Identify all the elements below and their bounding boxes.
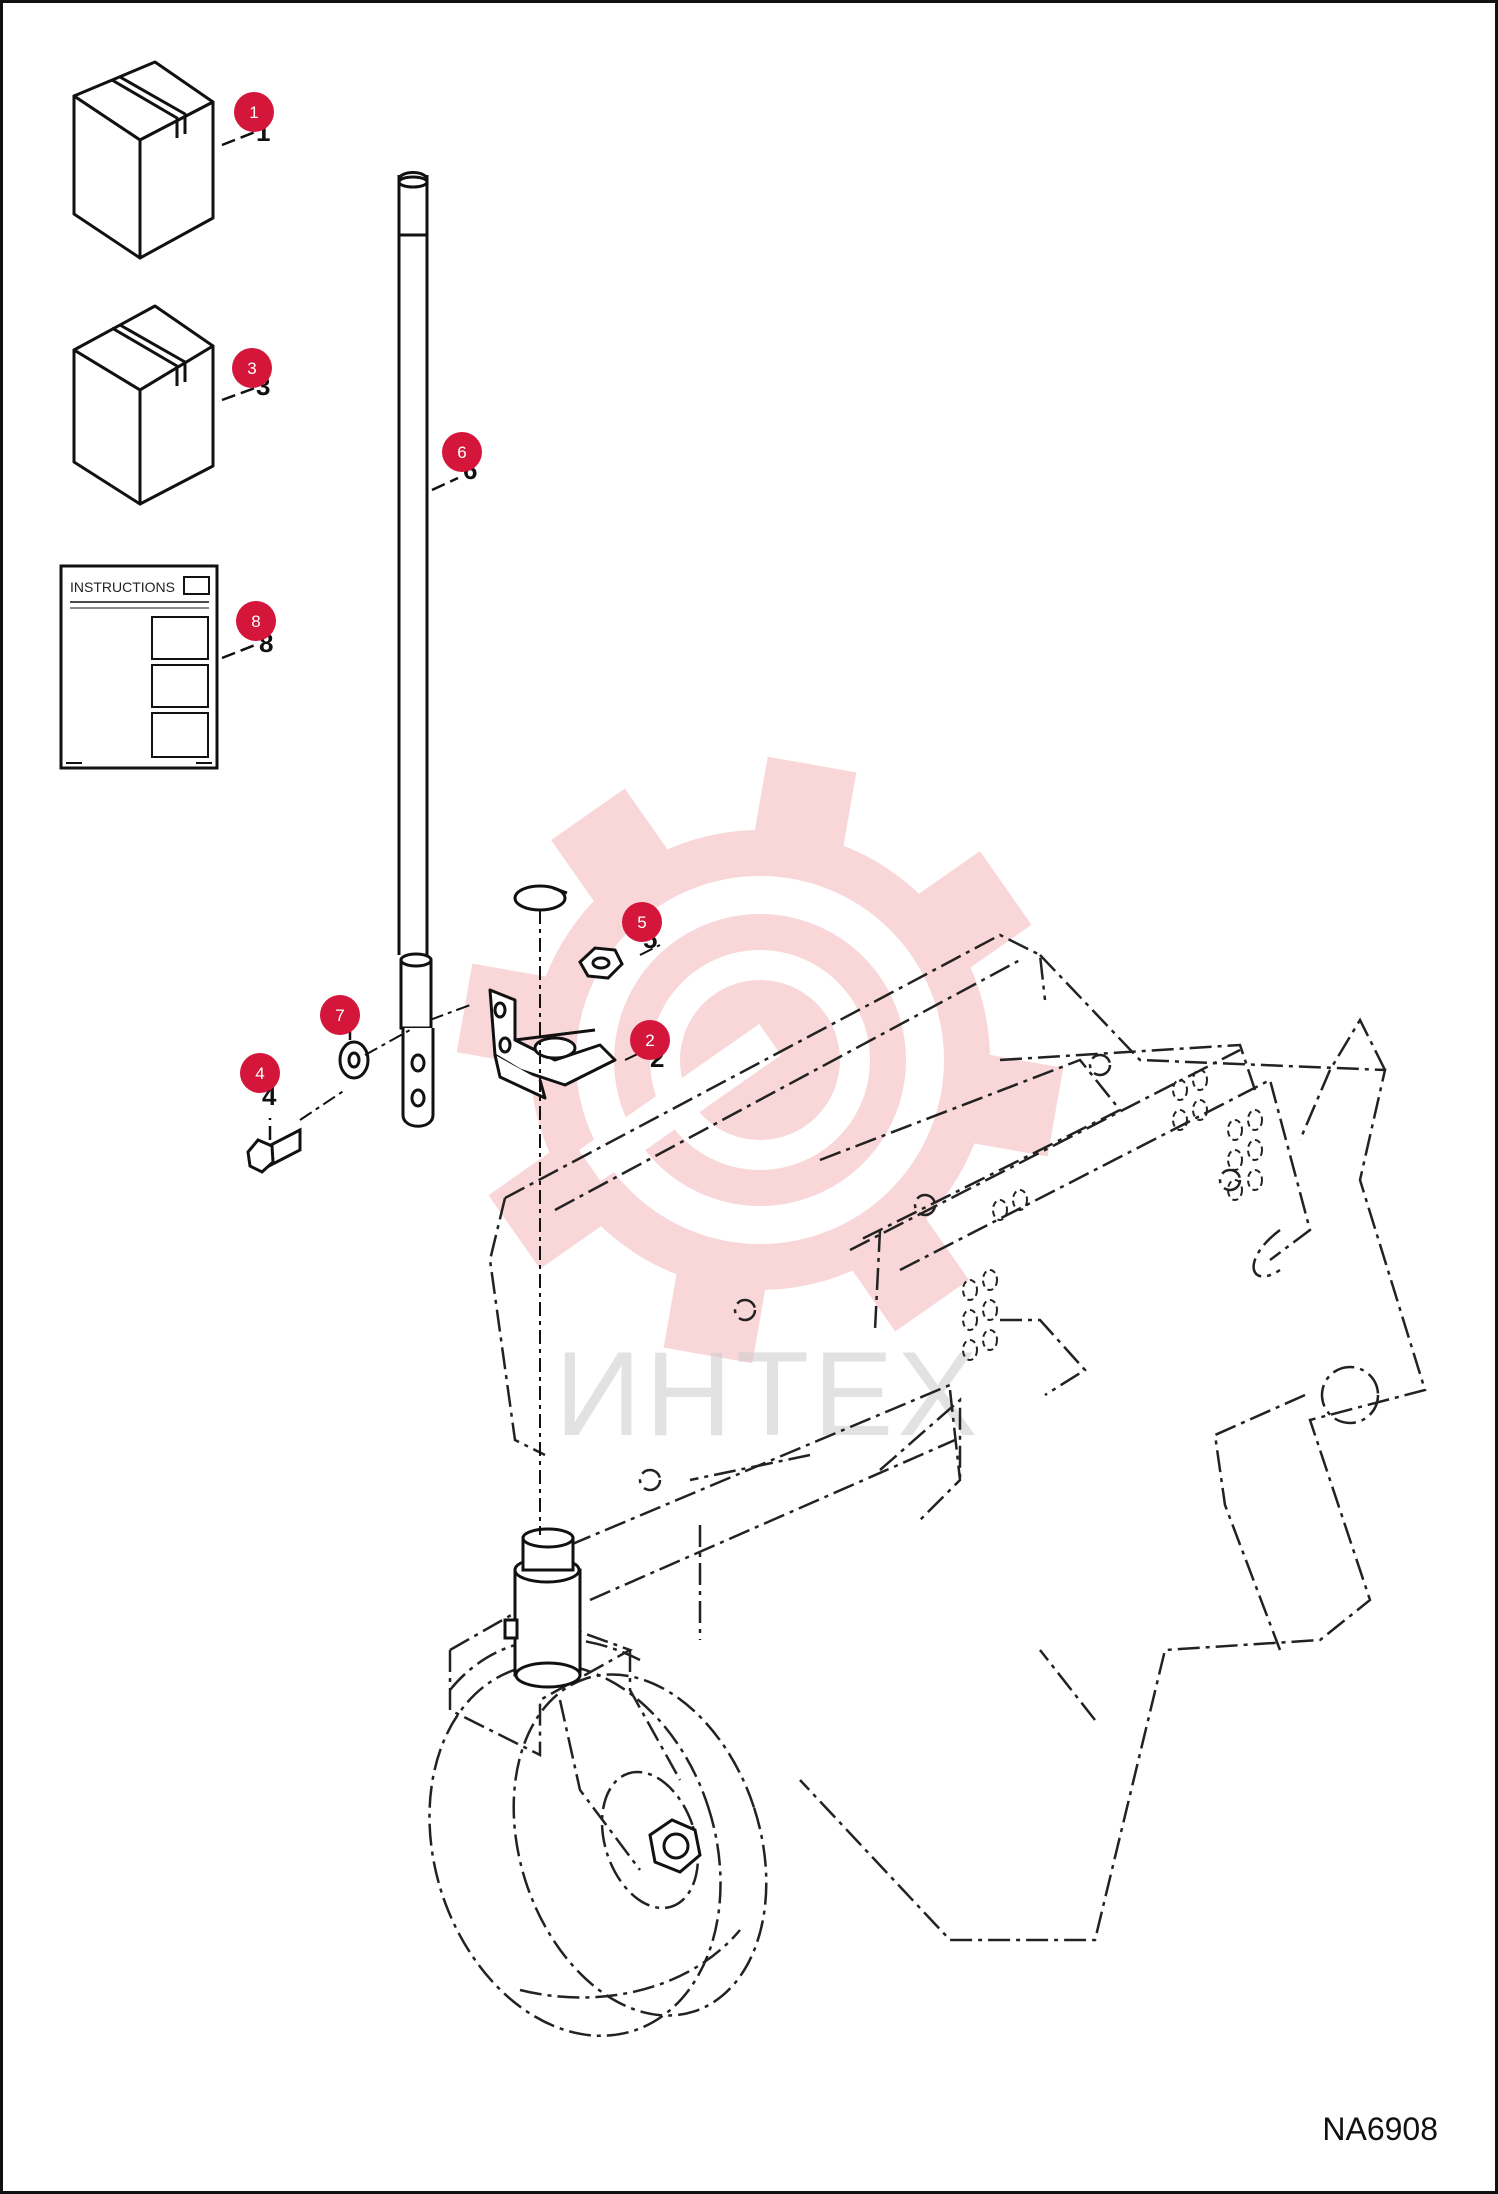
callout-7[interactable]: 7 (320, 995, 360, 1035)
frame-holes (962, 1069, 1263, 1361)
callout-4[interactable]: 4 (240, 1053, 280, 1093)
kit-box-1 (72, 60, 215, 260)
mounting-bracket (488, 988, 617, 1100)
instructions-manual: INSTRUCTIONS (59, 564, 219, 770)
svg-text:8: 8 (251, 612, 260, 631)
svg-text:6: 6 (457, 443, 466, 462)
svg-text:3: 3 (247, 359, 256, 378)
callout-5[interactable]: 5 (622, 902, 662, 942)
axle-nut (648, 1818, 702, 1874)
figure-code: NA6908 (1322, 2111, 1438, 2147)
callout-1[interactable]: 1 (234, 92, 274, 132)
callout-3[interactable]: 3 (232, 348, 272, 388)
callout-2[interactable]: 2 (630, 1020, 670, 1060)
instructions-label: INSTRUCTIONS (70, 579, 175, 595)
flat-washer (338, 1040, 370, 1080)
callouts: 1 2 3 4 5 6 7 (232, 92, 670, 1093)
lift-rod (397, 171, 435, 1128)
watermark-text: ИНТЕХ (555, 1327, 981, 1461)
svg-text:5: 5 (637, 913, 646, 932)
snap-ring (513, 884, 568, 912)
mower-deck-phantom (428, 933, 1427, 2038)
hex-nut (578, 946, 624, 980)
svg-text:1: 1 (249, 103, 258, 122)
kit-box-3 (72, 304, 215, 506)
caster-pivot-post (503, 1527, 582, 1689)
svg-text:2: 2 (645, 1031, 654, 1050)
callout-8[interactable]: 8 (236, 601, 276, 641)
callout-6[interactable]: 6 (442, 432, 482, 472)
hex-bolt (246, 1127, 302, 1174)
svg-text:4: 4 (255, 1064, 264, 1083)
svg-text:7: 7 (335, 1006, 344, 1025)
